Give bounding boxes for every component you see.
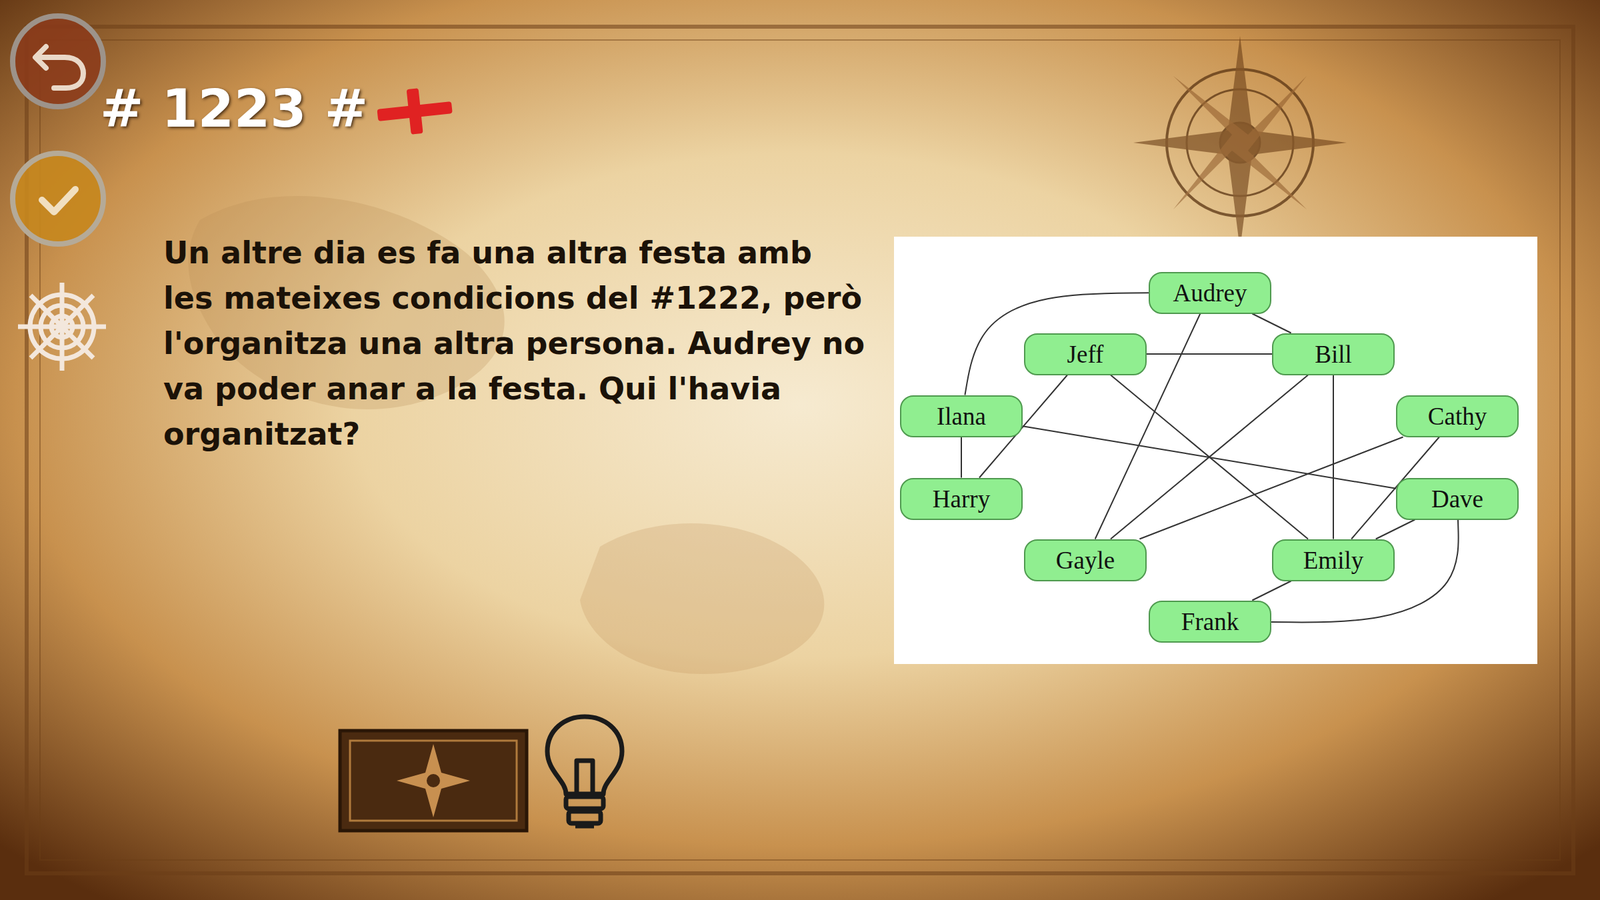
person-node: Gayle <box>1024 539 1147 582</box>
check-button <box>12 153 104 244</box>
acquaintance-line <box>1110 375 1308 540</box>
ship-wheel-icon <box>18 282 106 371</box>
person-node: Audrey <box>1148 272 1272 314</box>
acquaintance-line <box>964 292 1149 395</box>
acquaintance-line <box>1146 353 1272 355</box>
person-node: Jeff <box>1024 333 1147 376</box>
person-name: Jeff <box>1067 340 1104 369</box>
person-name: Frank <box>1181 607 1239 636</box>
puzzle-number: # 1223 # <box>100 78 368 139</box>
compass-rose <box>1133 36 1347 250</box>
treasure-chest-icon <box>340 730 527 831</box>
land-mass <box>580 523 824 674</box>
map-frame-inner <box>40 40 1560 860</box>
acquaintance-line <box>1252 314 1291 334</box>
person-name: Cathy <box>1428 402 1487 431</box>
map-frame <box>26 26 1574 874</box>
person-node: Emily <box>1272 539 1395 582</box>
person-node: Harry <box>900 478 1023 520</box>
acquaintance-line <box>1376 520 1416 540</box>
person-node: Cathy <box>1396 395 1519 438</box>
person-name: Bill <box>1314 340 1352 369</box>
person-name: Gayle <box>1056 546 1115 575</box>
person-node: Dave <box>1396 478 1519 520</box>
acquaintance-line <box>1332 375 1334 540</box>
person-name: Dave <box>1431 484 1484 514</box>
acquaintance-line <box>1110 375 1308 540</box>
hint-lightbulb-icon <box>547 716 622 826</box>
graph-panel <box>894 236 1538 664</box>
person-node: Ilana <box>900 395 1023 438</box>
person-name: Harry <box>932 484 990 514</box>
person-name: Audrey <box>1173 278 1248 308</box>
person-node: Bill <box>1272 333 1395 376</box>
acquaintance-line <box>1139 437 1403 540</box>
question-text: Un altre dia es fa una altra festa amb l… <box>163 230 870 457</box>
acquaintance-line <box>1252 581 1291 601</box>
red-plus-mark <box>375 84 454 138</box>
acquaintance-line <box>1271 520 1459 623</box>
acquaintance-line <box>1022 426 1396 488</box>
person-name: Ilana <box>936 402 986 431</box>
undo-button <box>12 16 104 107</box>
acquaintance-line <box>960 437 962 478</box>
person-node: Frank <box>1148 600 1272 643</box>
person-name: Emily <box>1303 546 1364 575</box>
